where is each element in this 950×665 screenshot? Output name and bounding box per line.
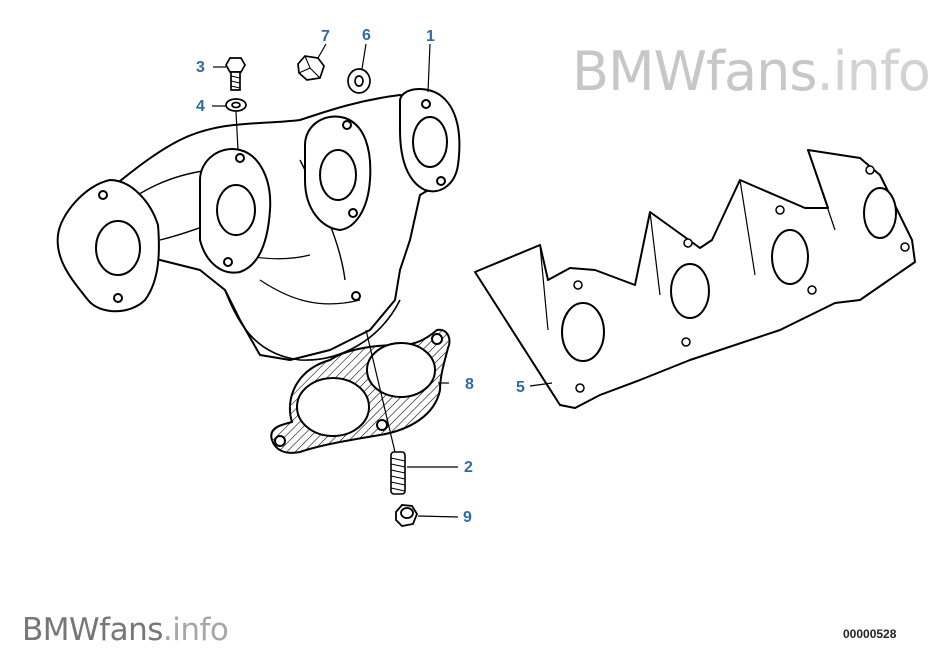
callout-8: 8 <box>465 376 474 393</box>
exhaust-manifold[interactable] <box>56 88 461 361</box>
stud[interactable] <box>390 451 406 495</box>
callout-6: 6 <box>362 27 371 44</box>
heat-shield[interactable] <box>474 149 916 409</box>
washer-large[interactable] <box>347 68 371 94</box>
callout-9: 9 <box>463 509 472 526</box>
watermark-top: BMWfans.info <box>572 40 931 103</box>
callout-4: 4 <box>196 98 205 115</box>
callout-3: 3 <box>196 59 205 76</box>
watermark-bottom-brand: BMWfans <box>22 612 163 648</box>
callout-5: 5 <box>516 379 525 396</box>
watermark-bottom[interactable]: BMWfans.info <box>22 612 229 648</box>
cap-nut[interactable] <box>297 55 325 81</box>
nut-lower[interactable] <box>395 504 419 527</box>
callout-7: 7 <box>321 28 330 45</box>
callout-1: 1 <box>426 28 435 45</box>
diagram-code: 00000528 <box>843 627 897 641</box>
gasket[interactable] <box>270 328 451 454</box>
bolt[interactable] <box>225 57 246 91</box>
watermark-top-brand: BMWfans <box>572 40 817 103</box>
watermark-bottom-suffix: .info <box>162 612 229 648</box>
callout-2: 2 <box>464 459 473 476</box>
callout-labels: 1 2 3 4 5 6 7 8 9 <box>196 27 525 526</box>
leader-lines <box>212 43 553 518</box>
washer-small[interactable] <box>225 98 247 112</box>
watermark-top-suffix: .info <box>816 40 931 103</box>
